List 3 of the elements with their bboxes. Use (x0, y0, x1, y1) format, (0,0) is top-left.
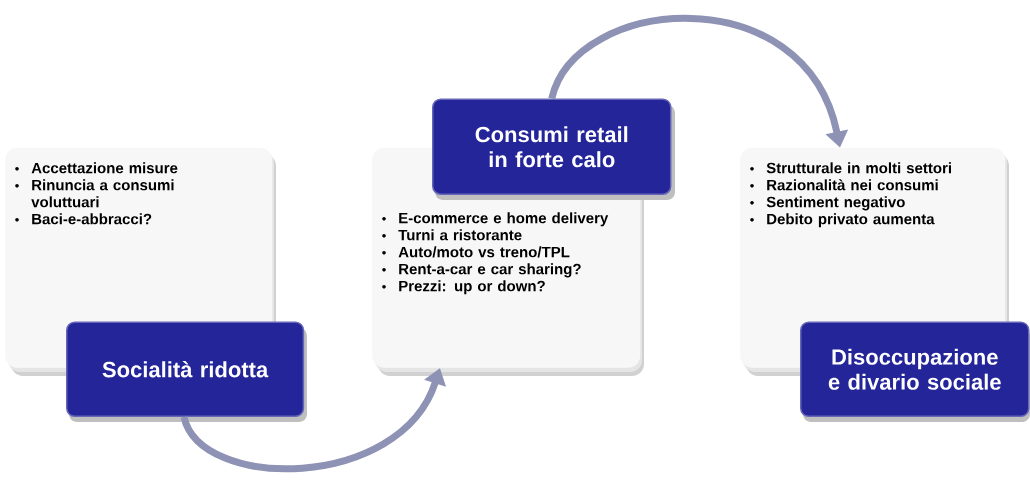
title-box: Consumi retail in forte calo (432, 98, 675, 200)
title-box: Disoccupazione e divario sociale (800, 321, 1030, 422)
title-box: Socialità ridotta (66, 321, 307, 422)
